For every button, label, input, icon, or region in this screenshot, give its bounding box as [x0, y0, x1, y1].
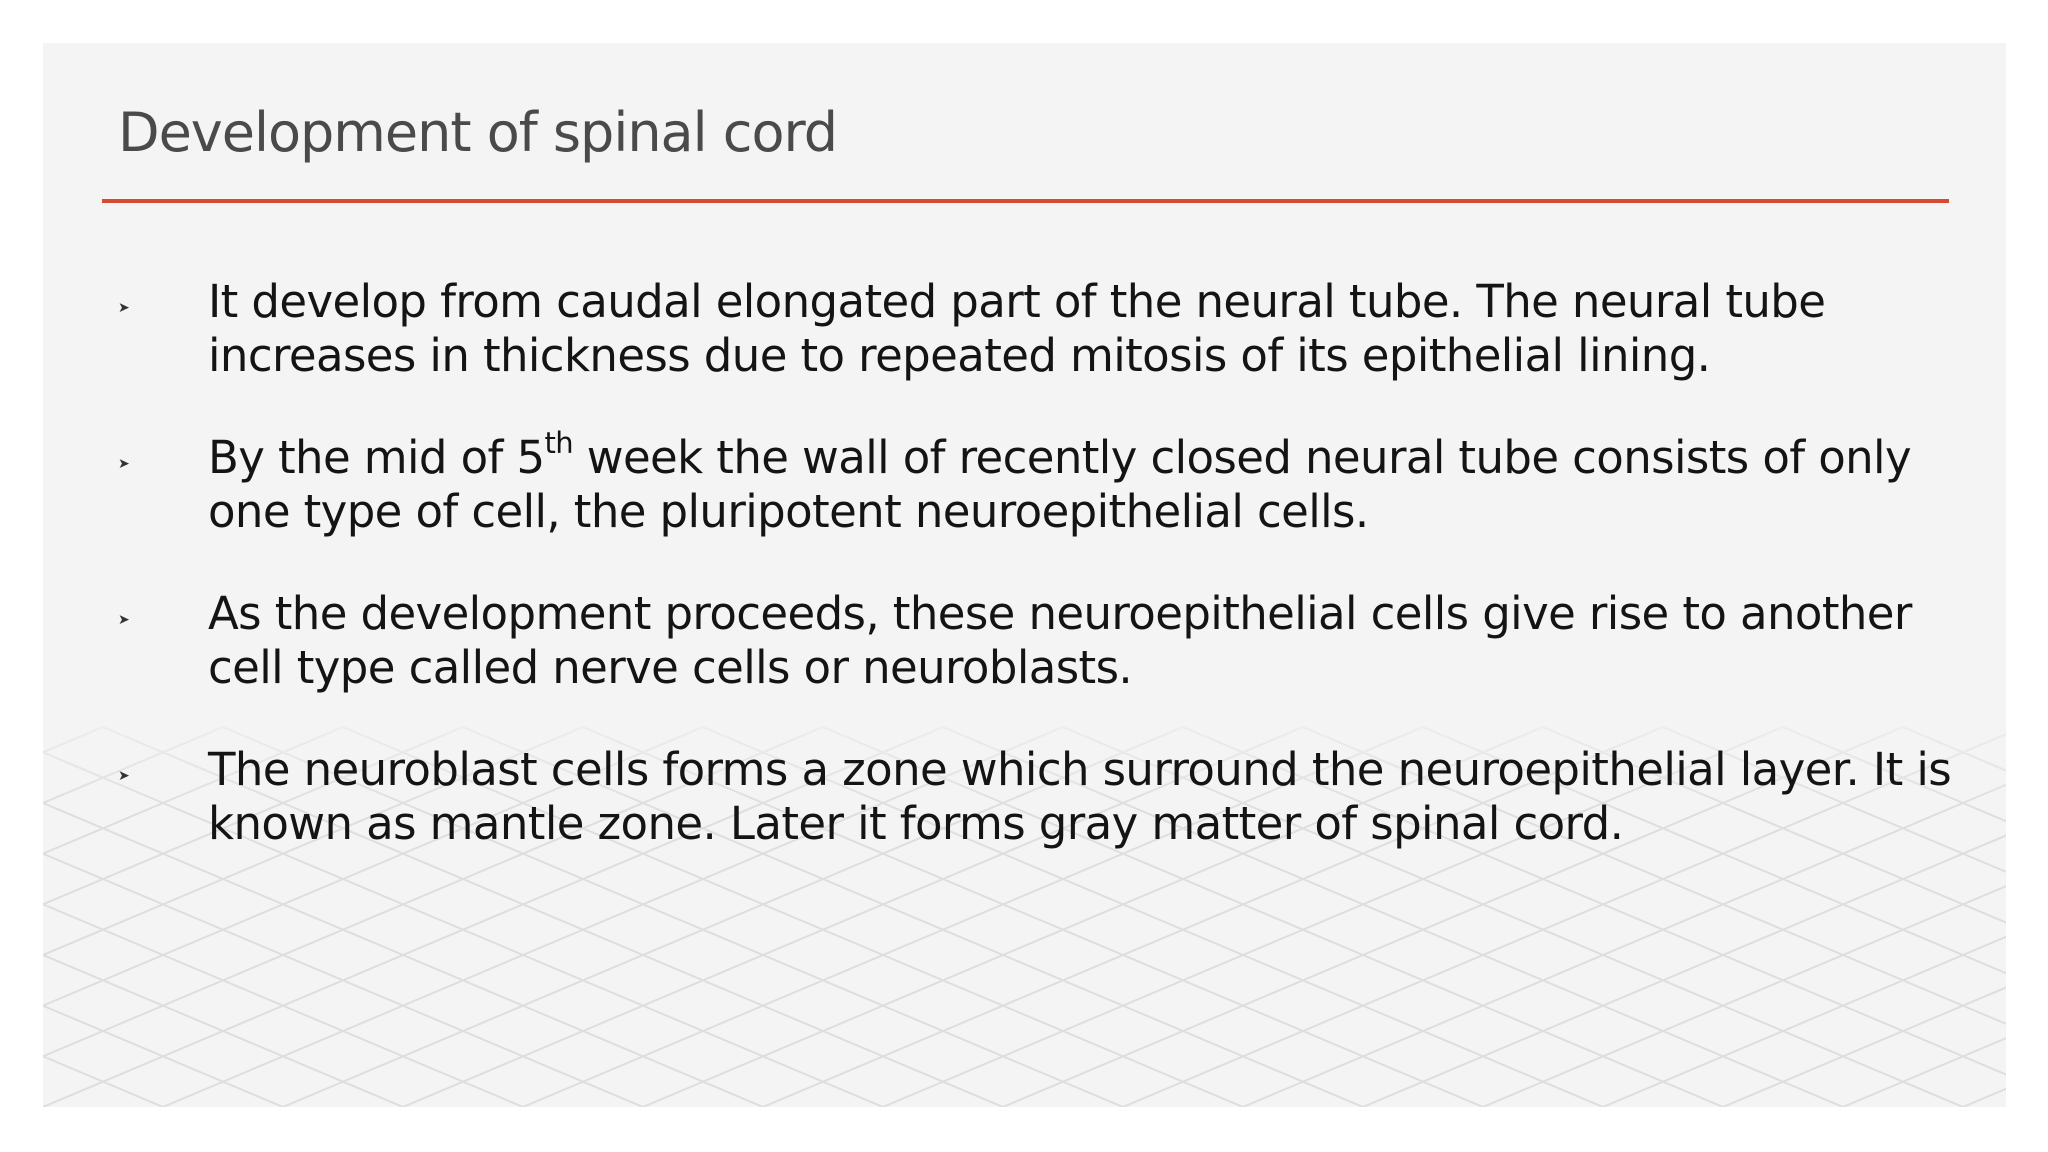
grid-line	[882, 726, 1784, 1107]
grid-line	[1362, 834, 2006, 1107]
arrowhead-bullet-icon: ➤	[118, 612, 130, 628]
grid-line	[43, 726, 344, 855]
bullet-item: ➤ The neuroblast cells forms a zone whic…	[118, 743, 1958, 851]
grid-line	[1842, 1037, 2006, 1107]
grid-line	[582, 726, 1484, 1107]
arrowhead-bullet-icon: ➤	[118, 456, 130, 472]
grid-line	[162, 726, 1064, 1107]
bullet-text: As the development proceeds, these neuro…	[208, 587, 1912, 694]
grid-line	[1002, 726, 1904, 1107]
bullet-text: The neuroblast cells forms a zone which …	[208, 743, 1952, 850]
grid-line	[1962, 1087, 2006, 1107]
slide-title: Development of spinal cord	[118, 101, 838, 164]
grid-line	[1062, 726, 1964, 1107]
grid-line	[342, 726, 1244, 1107]
grid-line	[43, 1004, 284, 1107]
grid-line	[43, 751, 884, 1107]
arrowhead-bullet-icon: ➤	[118, 768, 130, 784]
grid-line	[822, 726, 1724, 1107]
bullet-item: ➤ By the mid of 5th week the wall of rec…	[118, 429, 1958, 539]
grid-line	[702, 726, 1604, 1107]
perspective-grid-background	[43, 726, 2006, 1107]
grid-line	[1422, 726, 2006, 975]
slide: Development of spinal cord ➤ It develop …	[43, 43, 2006, 1107]
grid-line	[1122, 733, 2006, 1107]
bullet-list: ➤ It develop from caudal elongated part …	[118, 275, 1958, 899]
grid-line	[43, 801, 764, 1107]
grid-line	[282, 726, 1184, 1107]
grid-line	[43, 726, 224, 805]
bullet-text-part: By the mid of 5	[208, 431, 545, 484]
grid-line	[1302, 726, 2006, 1025]
bullet-item: ➤ As the development proceeds, these neu…	[118, 587, 1958, 695]
grid-line	[43, 726, 584, 957]
ordinal-superscript: th	[544, 426, 574, 460]
bullet-text: By the mid of 5th week the wall of recen…	[208, 429, 1912, 539]
grid-line	[762, 726, 1664, 1107]
grid-line	[402, 726, 1304, 1107]
grid-line	[43, 953, 404, 1107]
grid-line	[1242, 783, 2006, 1107]
grid-line	[43, 903, 524, 1107]
grid-line	[1482, 885, 2006, 1107]
bullet-text-part: week the wall of recently closed neural …	[208, 431, 1912, 538]
grid-line	[1542, 726, 2006, 924]
grid-line	[43, 852, 644, 1107]
arrowhead-bullet-icon: ➤	[118, 300, 130, 316]
grid-line	[43, 726, 824, 1058]
grid-line	[942, 726, 1844, 1107]
grid-line	[522, 726, 1424, 1107]
grid-line	[1722, 986, 2006, 1107]
grid-line	[642, 726, 1544, 1107]
grid-line	[222, 726, 1124, 1107]
grid-line	[43, 726, 704, 1007]
grid-line	[462, 726, 1364, 1107]
grid-line	[43, 726, 944, 1107]
title-underline	[102, 199, 1949, 203]
grid-line	[1182, 726, 2006, 1076]
grid-line	[1782, 726, 2006, 823]
bullet-item: ➤ It develop from caudal elongated part …	[118, 275, 1958, 383]
grid-line	[1662, 726, 2006, 873]
grid-line	[1602, 935, 2006, 1107]
bullet-text: It develop from caudal elongated part of…	[208, 275, 1826, 382]
grid-line	[43, 726, 464, 906]
grid-line	[102, 726, 1004, 1107]
